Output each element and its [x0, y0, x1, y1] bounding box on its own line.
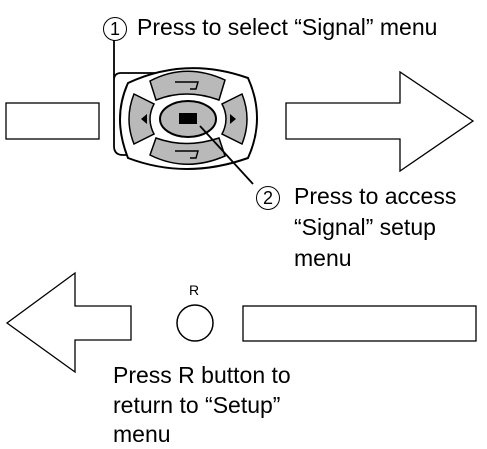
step2-leader-line — [199, 125, 254, 185]
step2-text-line-2: “Signal” setup — [294, 214, 436, 240]
arrow-right-icon — [230, 114, 236, 124]
left-arrow-shape — [5, 271, 132, 374]
center-key-mark — [179, 113, 197, 124]
r-button[interactable] — [176, 304, 214, 342]
step2-text-line-3: menu — [294, 245, 352, 271]
step1-bracket-line — [113, 40, 168, 156]
navigation-pad — [119, 67, 258, 170]
return-text-line-3: menu — [113, 421, 171, 447]
return-text-line-2: return to “Setup” — [113, 392, 281, 418]
step1-number-badge: 1 — [103, 17, 127, 41]
right-arrow-shape — [285, 70, 475, 173]
step2-text-line-1: Press to access — [294, 183, 457, 209]
step1-text: Press to select “Signal” menu — [137, 14, 438, 40]
return-text-line-1: Press R button to — [113, 362, 291, 388]
down-key-return-icon — [175, 150, 199, 159]
right-bar-rect — [242, 305, 477, 342]
up-key[interactable] — [149, 70, 226, 101]
r-button-label: R — [189, 282, 200, 298]
left-bar-rect — [5, 102, 100, 140]
arrow-left-icon — [141, 114, 147, 124]
up-key-return-icon — [175, 81, 199, 90]
step2-number-badge: 2 — [256, 186, 280, 210]
